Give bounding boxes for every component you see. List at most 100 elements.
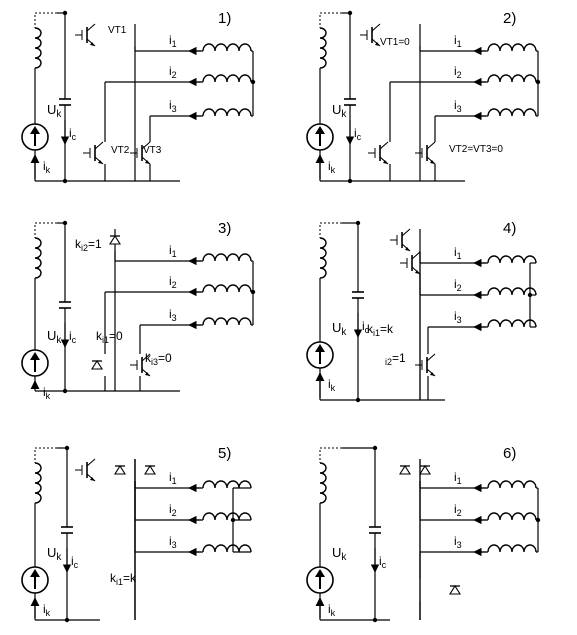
switch-1 [399, 465, 411, 475]
phase-winding-1 [487, 480, 537, 489]
inductor-current-label: ik [43, 385, 51, 401]
source-label: Uk [332, 102, 347, 120]
junction-dot [535, 79, 541, 85]
phase-current-label-1: i1 [169, 33, 177, 49]
panel-number: 5) [218, 445, 231, 462]
switch-3 [414, 141, 436, 165]
switch-state-note: VT3 [143, 145, 162, 156]
dc-capacitor [60, 526, 74, 534]
dc-inductor [34, 237, 42, 279]
switch-2 [114, 465, 126, 475]
switch-state-note: VT2=VT3=0 [449, 144, 503, 155]
capacitor-current-label: ic [379, 554, 387, 570]
phase-winding-1 [487, 255, 537, 264]
phase-current-label-1: i1 [169, 470, 177, 486]
switch-2 [367, 141, 389, 165]
switching-function-note: ki1=0 [96, 329, 123, 345]
current-source [306, 566, 334, 594]
switch-3 [449, 585, 461, 595]
phase-winding-3 [202, 544, 252, 553]
capacitor-current-label: ic [69, 126, 77, 142]
junction-dot [372, 617, 378, 623]
switching-function-note: ki1=k [110, 571, 137, 587]
phase-winding-3 [487, 544, 537, 553]
dc-inductor [319, 27, 327, 69]
source-label: Uk [47, 102, 62, 120]
junction-dot [64, 617, 70, 623]
switch-state-note: VT1 [108, 25, 127, 36]
phase-current-label-1: i1 [454, 245, 462, 261]
junction-dot [347, 178, 353, 184]
junction-dot [62, 10, 68, 16]
phase-winding-1 [202, 43, 252, 52]
dc-capacitor [58, 301, 72, 309]
switch-1 [74, 458, 96, 482]
dc-capacitor [58, 98, 72, 106]
switch-1 [389, 228, 411, 252]
switch-2 [82, 141, 104, 165]
switch-3 [414, 353, 436, 377]
junction-dot [230, 517, 236, 523]
switch-1 [74, 23, 96, 47]
phase-current-label-1: i1 [454, 470, 462, 486]
switch-2 [399, 251, 421, 275]
capacitor-current-label: ic [71, 554, 79, 570]
phase-winding-3 [202, 108, 252, 117]
current-source [306, 123, 334, 151]
panel-1: 1) Uk ik ic i1 i2 i3 [21, 10, 256, 184]
dc-capacitor [351, 291, 365, 299]
phase-current-label-3: i3 [169, 534, 177, 550]
panel-number: 6) [503, 445, 516, 462]
panel-number: 4) [503, 220, 516, 237]
switch-2 [91, 360, 103, 370]
phase-winding-3 [487, 108, 537, 117]
source-label: Uk [47, 545, 62, 563]
dc-capacitor [368, 526, 382, 534]
phase-current-label-2: i2 [169, 502, 177, 518]
junction-dot [372, 445, 378, 451]
inductor-current-label: ik [328, 159, 336, 175]
phase-current-label-1: i1 [169, 243, 177, 259]
capacitor-current-label: ic [354, 126, 362, 142]
switching-function-note: ki3=0 [145, 351, 172, 367]
phase-current-label-2: i2 [169, 64, 177, 80]
switching-function-note: ki2=1 [75, 237, 102, 253]
switch-1 [109, 235, 121, 245]
current-source [21, 566, 49, 594]
phase-winding-3 [202, 317, 252, 326]
phase-winding-1 [202, 253, 252, 262]
phase-current-label-3: i3 [454, 98, 462, 114]
capacitor-current-label: ic [69, 329, 77, 345]
inductor-current-label: ik [43, 159, 51, 175]
phase-winding-2 [487, 512, 537, 521]
inductor-current-label: ik [328, 377, 336, 393]
phase-current-label-3: i3 [169, 307, 177, 323]
panel-number: 1) [218, 10, 231, 27]
switch-3 [144, 465, 156, 475]
junction-dot [64, 445, 70, 451]
junction-dot [535, 517, 541, 523]
dc-inductor [319, 462, 327, 504]
capacitor-current-label: ic [362, 319, 370, 335]
dc-inductor [319, 237, 327, 279]
junction-dot [62, 388, 68, 394]
phase-current-label-3: i3 [169, 98, 177, 114]
phase-current-label-2: i2 [454, 64, 462, 80]
junction-dot [347, 10, 353, 16]
phase-winding-3 [487, 319, 537, 328]
phase-current-label-2: i2 [454, 502, 462, 518]
phase-winding-2 [202, 74, 252, 83]
junction-dot [527, 292, 533, 298]
switch-2 [419, 465, 431, 475]
junction-dot [62, 178, 68, 184]
source-label: Uk [332, 320, 347, 338]
dc-inductor [34, 27, 42, 69]
phase-current-label-1: i1 [454, 33, 462, 49]
junction-dot [62, 220, 68, 226]
